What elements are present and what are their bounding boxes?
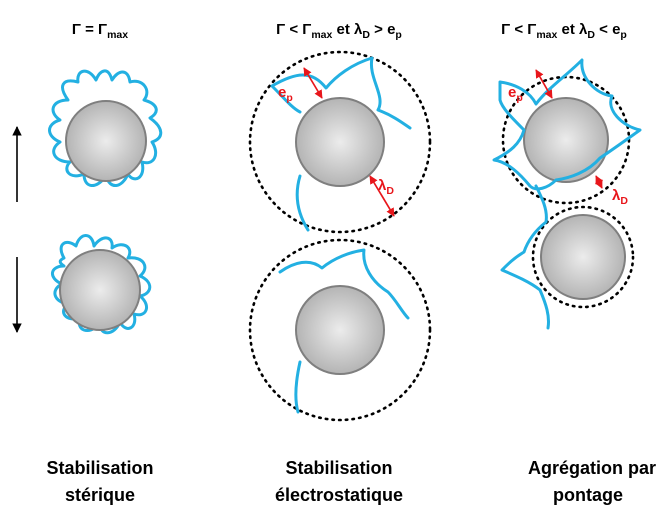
lambda-label: λD: [378, 177, 394, 197]
debye-shell: [248, 238, 432, 422]
bridging-particle-top: [492, 58, 642, 205]
polymer-chain: [51, 234, 152, 335]
ep-label-bridging: ep: [508, 84, 523, 104]
debye-shell: [248, 50, 432, 234]
header-bridging: Γ < Γmax et λD < ep: [501, 21, 627, 41]
steric-particle-top: [48, 69, 163, 187]
bridging-particle-bottom: [500, 184, 635, 330]
electrostatic-particle-top: [248, 50, 432, 234]
lambda-distance-arrow-bridging: [594, 175, 604, 189]
polymer-chain: [492, 58, 642, 191]
label-steric: Stabilisation: [46, 458, 153, 478]
label-bridging: Agrégation par: [528, 458, 656, 478]
debye-shell: [501, 75, 631, 205]
debye-shell: [531, 205, 635, 309]
steric-particle-bottom: [51, 234, 152, 335]
header-steric: Γ = Γmax: [72, 21, 128, 41]
ep-distance-arrow-bridging: [535, 69, 553, 99]
lambda-label-bridging: λD: [612, 187, 628, 207]
header-electrostatic: Γ < Γmax et λD > ep: [276, 21, 402, 41]
polymer-chain: [500, 184, 550, 330]
ep-distance-arrow: [303, 67, 323, 99]
ep-label: ep: [278, 84, 293, 104]
lambda-distance-arrow: [369, 175, 395, 217]
label-electrostatic-line2: électrostatique: [275, 485, 403, 505]
label-electrostatic: Stabilisation: [285, 458, 392, 478]
polymer-chain: [48, 69, 163, 187]
label-bridging-line2: pontage: [553, 485, 623, 505]
polymer-chain: [278, 248, 410, 414]
label-steric-line2: stérique: [65, 485, 135, 505]
electrostatic-particle-bottom: [248, 238, 432, 422]
